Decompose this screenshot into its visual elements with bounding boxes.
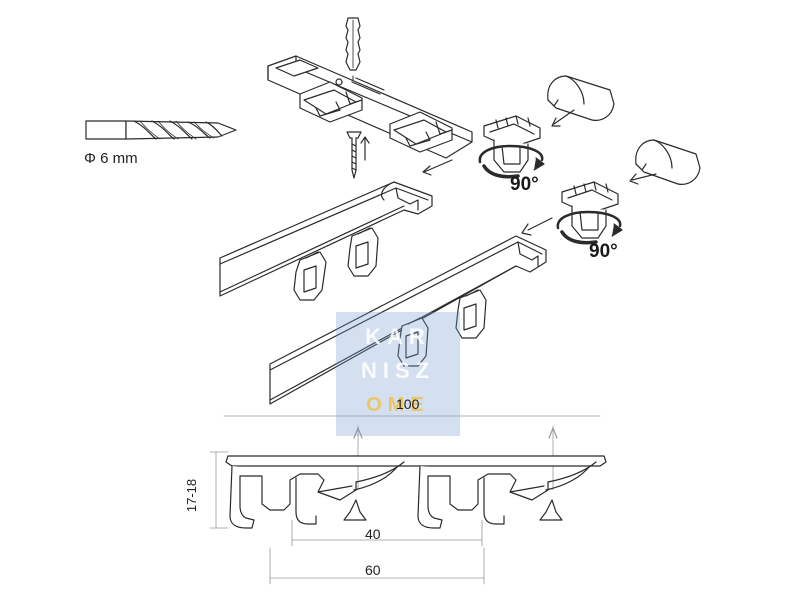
rotation-label-1: 90° — [510, 174, 539, 195]
dimension-width-label: 100 — [396, 396, 420, 412]
mounting-clip — [483, 115, 541, 173]
curtain-rail-front — [219, 181, 433, 301]
glider-runner — [455, 289, 487, 339]
end-cap — [547, 75, 615, 127]
watermark-line-1: KAR — [365, 324, 431, 349]
glider-runner — [397, 317, 429, 367]
glider-runner — [293, 251, 327, 301]
dimension-40-label: 40 — [365, 526, 381, 542]
profile-cross-section — [209, 415, 607, 585]
rotate-90-arrow-icon — [556, 210, 623, 245]
dimension-height-label: 17-18 — [184, 478, 200, 513]
watermark-line-3: OME — [366, 394, 430, 416]
screw-icon — [346, 131, 370, 179]
rotation-label-2: 90° — [589, 241, 618, 262]
drill-diameter-label: Φ 6 mm — [84, 150, 138, 167]
mounting-clip — [561, 181, 619, 239]
rotate-90-arrow-icon — [478, 144, 545, 179]
dimension-60-label: 60 — [365, 562, 381, 578]
end-cap — [629, 139, 701, 185]
watermark-logo: KAR NISZ OME — [336, 312, 460, 436]
mounting-bracket — [267, 55, 473, 176]
glider-runner — [347, 227, 379, 277]
drill-bit-icon — [85, 120, 237, 140]
watermark-line-2: NISZ — [360, 358, 436, 383]
curtain-rail-back — [269, 217, 553, 405]
